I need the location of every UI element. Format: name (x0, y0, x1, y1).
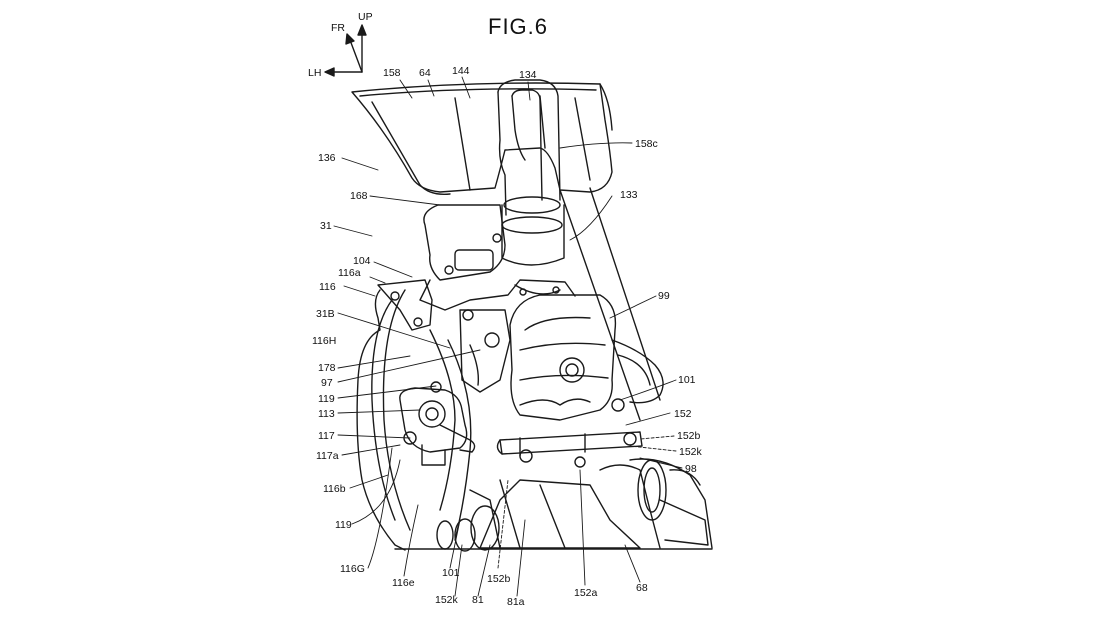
ref-label: 113 (318, 408, 335, 420)
ref-label: 116 (319, 281, 336, 293)
side-cover (357, 280, 471, 550)
ref-label: 158c (635, 138, 658, 150)
leader-lines (334, 77, 682, 596)
ref-label: 81 (472, 594, 484, 606)
ref-label: 64 (419, 67, 431, 79)
ref-label: 116b (323, 483, 346, 495)
thermostat-housing (400, 382, 475, 465)
direction-label-up: UP (358, 11, 373, 23)
ref-label: 81a (507, 596, 525, 608)
ref-label: 68 (636, 582, 648, 594)
ref-label: 119 (335, 519, 352, 531)
cylinder-block (510, 295, 663, 420)
bracket (460, 310, 510, 392)
figure-title: FIG.6 (488, 14, 549, 39)
ref-label: 116G (340, 563, 365, 575)
ref-label: 101 (442, 567, 460, 579)
ref-label: 158 (383, 67, 401, 79)
ref-label: 136 (318, 152, 336, 164)
ref-label: 117 (318, 430, 335, 442)
air-cleaner-box (352, 83, 612, 194)
ref-label: 98 (685, 463, 697, 475)
ref-label: 178 (318, 362, 336, 374)
ref-label: 31B (316, 308, 335, 320)
intake-pipe (498, 80, 564, 265)
ref-label: 99 (658, 290, 670, 302)
ref-label: 117a (316, 450, 339, 462)
frame-tube (560, 84, 660, 420)
ref-label: 144 (452, 65, 470, 77)
ref-label: 97 (321, 377, 333, 389)
ref-label: 152b (677, 430, 701, 442)
ref-label: 133 (620, 189, 638, 201)
ref-label: 119 (318, 393, 335, 405)
ref-label: 152k (435, 594, 458, 606)
lower-pulley (437, 480, 520, 551)
ref-label: 168 (350, 190, 368, 202)
shaft (497, 399, 642, 467)
ref-label: 31 (320, 220, 332, 232)
ref-label: 104 (353, 255, 371, 267)
ref-label: 152 (674, 408, 692, 420)
ref-label: 101 (678, 374, 696, 386)
ref-label: 134 (519, 69, 537, 81)
direction-label-fr: FR (331, 22, 345, 34)
ref-label: 116a (338, 267, 361, 279)
direction-label-lh: LH (308, 67, 322, 79)
lower-engine-case (480, 459, 712, 548)
cylinder-head (420, 205, 575, 310)
ref-label: 152a (574, 587, 598, 599)
ref-label: 116e (392, 577, 415, 589)
ref-label: 152b (487, 573, 511, 585)
ref-label: 152k (679, 446, 702, 458)
ref-label: 116H (312, 335, 337, 347)
direction-indicator (325, 25, 366, 76)
